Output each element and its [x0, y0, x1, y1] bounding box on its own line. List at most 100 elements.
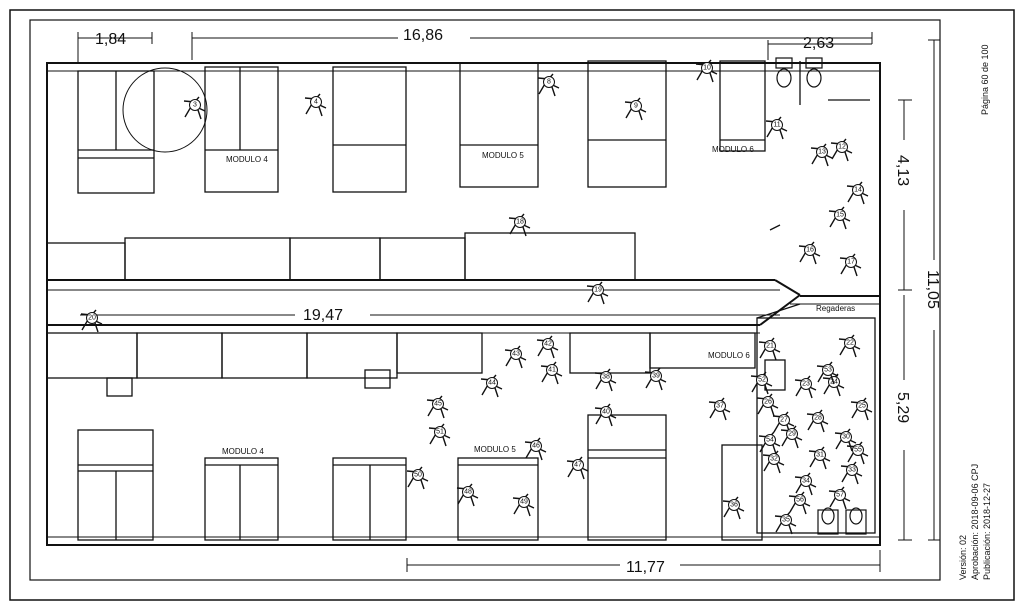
victim-figure: 3: [183, 96, 206, 120]
victim-figure: 13: [810, 143, 833, 167]
victim-figure: 12: [830, 138, 853, 162]
lower-benches: [46, 332, 756, 397]
victim-marker: [840, 431, 852, 443]
victim-figure: 50: [406, 466, 429, 490]
victim-number: 45: [434, 401, 442, 408]
victim-figure: 40: [594, 403, 617, 427]
victim-marker: [800, 378, 812, 390]
victim-marker: [836, 141, 848, 153]
victim-marker: [800, 475, 812, 487]
victim-marker: [518, 496, 530, 508]
victim-marker: [650, 370, 662, 382]
victim-number: 49: [520, 499, 528, 506]
victim-marker: [462, 486, 474, 498]
victim-number: 17: [847, 259, 855, 266]
module-label: MODULO 6: [712, 145, 754, 154]
victim-figure: 21: [758, 337, 781, 361]
victim-figure: 17: [839, 253, 862, 277]
victim-marker: [592, 284, 604, 296]
victim-figure: 37: [708, 397, 731, 421]
victim-figure: 35: [774, 511, 797, 535]
publication-text: Publicación: 2018-12-27: [982, 483, 992, 580]
victim-marker: [852, 184, 864, 196]
victim-marker: [701, 62, 713, 74]
victim-figure: 28: [806, 409, 829, 433]
victim-marker: [846, 464, 858, 476]
dimension-label: 1,84: [95, 31, 126, 48]
victim-number: 31: [816, 452, 824, 459]
victim-figure: 44: [480, 374, 503, 398]
victim-number: 40: [602, 409, 610, 416]
victim-marker: [600, 406, 612, 418]
victim-marker: [600, 371, 612, 383]
victim-marker: [786, 428, 798, 440]
victim-marker: [812, 412, 824, 424]
victim-marker: [572, 459, 584, 471]
victim-marker: [630, 100, 642, 112]
victim-number: 15: [836, 212, 844, 219]
victim-number: 23: [802, 381, 810, 388]
victim-marker: [728, 499, 740, 511]
dimension-label: 16,86: [403, 27, 443, 44]
victim-figure: 30: [834, 428, 857, 452]
victim-marker: [756, 374, 768, 386]
drawing-frame: [29, 19, 941, 581]
victim-figure: 52: [750, 371, 773, 395]
victim-number: 33: [848, 467, 856, 474]
victim-figure: 53: [816, 361, 839, 385]
victim-figure: 34: [794, 472, 817, 496]
victim-number: 53: [824, 367, 832, 374]
module-label: Regaderas: [816, 304, 855, 313]
victim-marker: [834, 489, 846, 501]
victim-number: 4: [314, 99, 318, 106]
victim-marker: [542, 338, 554, 350]
victim-marker: [822, 364, 834, 376]
victim-figure: 24: [822, 373, 845, 397]
victim-number: 19: [594, 287, 602, 294]
victim-marker: [543, 76, 555, 88]
victim-figure: 27: [772, 411, 795, 435]
victim-number: 39: [652, 373, 660, 380]
victim-number: 30: [842, 434, 850, 441]
victim-figure: 54: [758, 431, 781, 455]
building-walls: [46, 62, 881, 546]
victim-figure: 18: [508, 213, 531, 237]
victim-figure: 19: [586, 281, 609, 305]
victim-number: 27: [780, 417, 788, 424]
victim-marker: [434, 426, 446, 438]
victim-number: 56: [796, 497, 804, 504]
victim-marker: [510, 348, 522, 360]
dimension-label: 5,29: [894, 392, 911, 423]
door-swing: [122, 67, 208, 153]
victim-number: 13: [818, 149, 826, 156]
victim-marker: [764, 340, 776, 352]
victim-figure: 8: [537, 73, 560, 97]
victim-number: 16: [806, 247, 814, 254]
victim-number: 46: [532, 443, 540, 450]
victim-marker: [762, 396, 774, 408]
victim-figure: 11: [765, 116, 788, 140]
page-number: Página 60 de 100: [980, 44, 990, 115]
dimension-label: 2,63: [803, 35, 834, 52]
dimension-label: 4,13: [894, 155, 911, 186]
victim-figure: 33: [840, 461, 863, 485]
victim-figure: 43: [504, 345, 527, 369]
victim-number: 18: [516, 219, 524, 226]
victim-number: 9: [634, 103, 638, 110]
victim-figure: 22: [838, 334, 861, 358]
victim-number: 11: [773, 122, 780, 129]
victim-number: 43: [512, 351, 520, 358]
victim-marker: [432, 398, 444, 410]
victim-number: 57: [836, 492, 844, 499]
victim-figure: 42: [536, 335, 559, 359]
victim-figure: 56: [788, 491, 811, 515]
victim-number: 25: [858, 403, 866, 410]
victim-figure: 49: [512, 493, 535, 517]
victim-figure: 31: [808, 446, 831, 470]
victim-number: 54: [766, 437, 774, 444]
victim-number: 29: [788, 431, 796, 438]
victim-number: 28: [814, 415, 822, 422]
victim-figure: 57: [828, 486, 851, 510]
